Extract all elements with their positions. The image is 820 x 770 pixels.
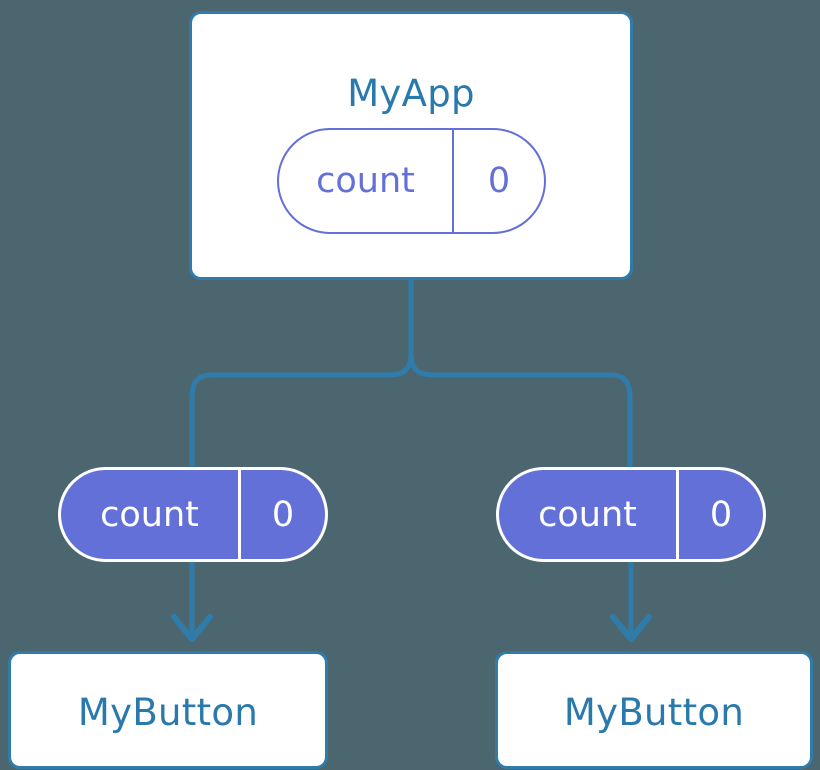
arrowhead-left xyxy=(171,614,213,642)
state-pill-right-key: count xyxy=(499,470,679,559)
state-pill-myapp-value: 0 xyxy=(487,161,511,201)
component-mybutton-right-label: MyButton xyxy=(563,691,745,734)
component-myapp-label: MyApp xyxy=(347,72,475,115)
state-pill-left-key: count xyxy=(61,470,241,559)
component-mybutton-right[interactable]: MyButton xyxy=(495,651,813,769)
state-pill-left[interactable]: count 0 xyxy=(58,467,328,562)
component-mybutton-left[interactable]: MyButton xyxy=(8,651,328,769)
state-pill-myapp-key: count xyxy=(279,130,454,232)
state-pill-left-value: 0 xyxy=(271,494,295,535)
state-pill-myapp[interactable]: count 0 xyxy=(277,128,546,234)
wire-split-fan-right xyxy=(408,351,633,468)
arrowhead-right xyxy=(610,614,652,642)
wire-split-fan-left xyxy=(189,351,414,468)
state-pill-right[interactable]: count 0 xyxy=(496,467,766,562)
component-mybutton-left-label: MyButton xyxy=(77,691,259,734)
state-pill-right-value: 0 xyxy=(709,494,733,535)
